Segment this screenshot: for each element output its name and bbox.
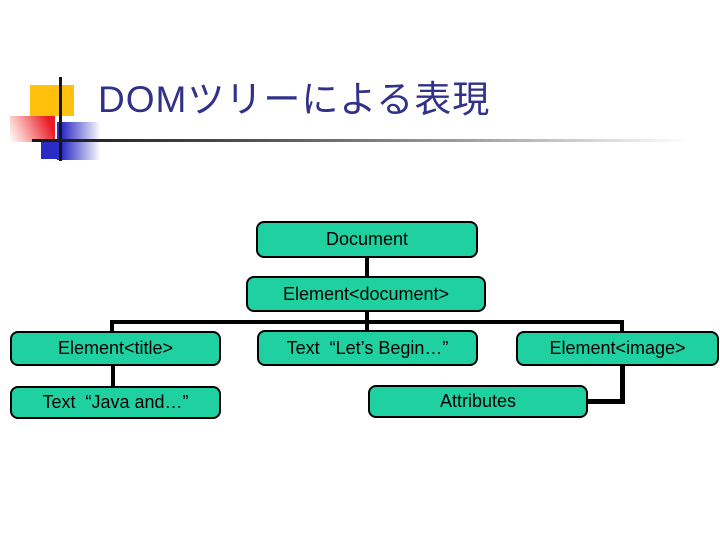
accent-square-red — [10, 116, 55, 142]
node-text-lets-begin: Text “Let’s Begin…” — [257, 330, 478, 366]
connector-document-to-element-document — [365, 258, 369, 276]
title-underline-rule — [32, 139, 688, 142]
node-element-title: Element<title> — [10, 331, 221, 366]
node-element-image: Element<image> — [516, 331, 719, 366]
node-document-label: Document — [325, 229, 409, 249]
node-text-java-and-label: Text “Java and…” — [42, 392, 189, 412]
decoration-vertical-line — [59, 77, 62, 161]
accent-square-blue-small — [41, 142, 63, 159]
node-element-image-label: Element<image> — [549, 338, 686, 358]
connector-attributes-horizontal — [586, 399, 625, 404]
node-text-java-and: Text “Java and…” — [10, 386, 221, 419]
connector-branch-drop-left — [110, 320, 114, 331]
connector-element-image-vertical — [620, 366, 625, 404]
node-element-title-label: Element<title> — [57, 338, 174, 358]
node-attributes: Attributes — [368, 385, 588, 418]
node-text-lets-begin-label: Text “Let’s Begin…” — [286, 337, 449, 358]
node-document: Document — [256, 221, 478, 258]
slide-title: DOMツリーによる表現 — [98, 79, 491, 120]
node-attributes-label: Attributes — [439, 391, 517, 411]
node-element-document: Element<document> — [246, 276, 486, 312]
accent-square-yellow — [30, 85, 74, 116]
connector-element-document-to-branch — [365, 312, 369, 320]
node-element-document-label: Element<document> — [282, 283, 450, 304]
connector-branch-drop-right — [620, 320, 624, 331]
connector-element-title-to-text — [111, 366, 115, 386]
connector-branch-drop-center — [365, 320, 369, 330]
